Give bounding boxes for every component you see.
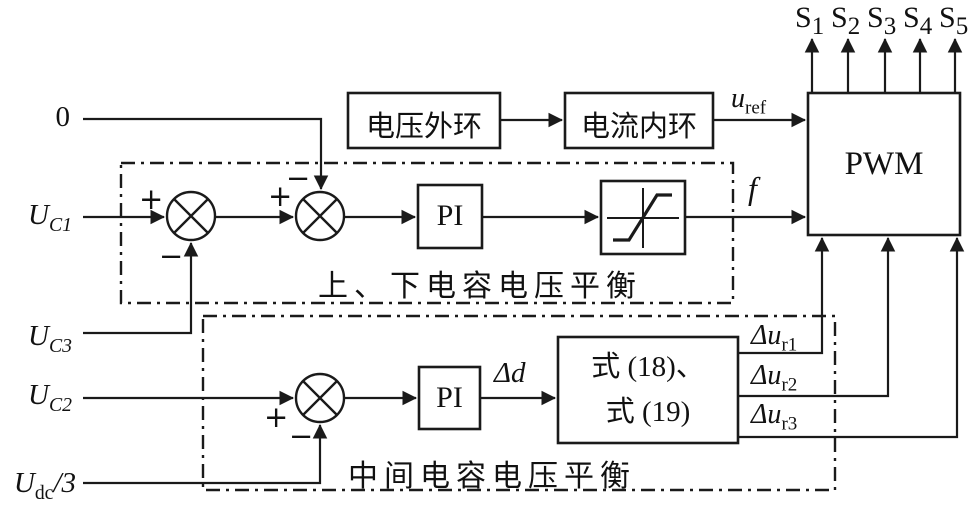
- pi-upper-label: PI: [436, 199, 464, 232]
- signal-label-f: f: [748, 170, 757, 206]
- plus-sign-junction1: +: [139, 182, 164, 216]
- output-label-s5: S5: [939, 1, 969, 40]
- wire-delta-ur1-to-pwm: [738, 236, 830, 355]
- signal-label-delta-ur3: Δur3: [751, 399, 798, 435]
- pwm-label: PWM: [844, 146, 924, 182]
- pi-middle-label: PI: [436, 381, 463, 414]
- minus-sign-junction2: −: [286, 161, 311, 195]
- voltage-outer-loop-block: [346, 91, 502, 150]
- signal-label-delta-ur1: Δur1: [751, 320, 798, 356]
- wire-delta-ur3-to-pwm: [738, 236, 965, 439]
- formula-block: [556, 335, 740, 445]
- formula-block-label: 式 (18)、 式 (19): [591, 351, 705, 428]
- input-label-zero: 0: [55, 101, 71, 133]
- signal-label-delta-ur2: Δur2: [751, 360, 798, 396]
- input-label-uc2: UC2: [28, 379, 72, 416]
- upper-balance-region-box: [119, 161, 735, 305]
- plus-sign-junction2: +: [268, 179, 293, 213]
- current-inner-loop-label: 电流内环: [580, 111, 697, 143]
- region-label-upper-balance: 上、下电容电压平衡: [318, 270, 642, 303]
- pi-middle-block: [417, 365, 482, 431]
- pwm-block: [806, 91, 962, 237]
- region-label-middle-balance: 中间电容电压平衡: [348, 460, 636, 493]
- input-label-uc1: UC1: [28, 199, 72, 236]
- input-label-udc3: Udc/3: [13, 467, 76, 504]
- plus-sign-junction3: +: [264, 400, 289, 434]
- output-label-s3: S3: [867, 1, 897, 40]
- middle-balance-region-box: [201, 314, 837, 492]
- voltage-outer-loop-label: 电压外环: [365, 111, 482, 143]
- signal-label-uref: uref: [731, 83, 767, 119]
- summing-junction-upper-2: [294, 190, 346, 242]
- wire-udc-to-junction3: [83, 423, 328, 485]
- pi-upper-block: [416, 183, 484, 250]
- minus-sign-junction3: −: [289, 419, 314, 453]
- summing-junction-middle: [294, 372, 346, 424]
- wire-delta-ur2-to-pwm: [738, 236, 896, 398]
- signal-label-delta-d: Δd: [494, 357, 526, 389]
- output-label-s4: S4: [903, 1, 933, 40]
- wire-uc3-to-junction1: [83, 241, 199, 335]
- minus-sign-junction1: −: [159, 239, 184, 273]
- input-label-uc3: UC3: [28, 320, 72, 357]
- current-inner-loop-block: [563, 91, 715, 150]
- output-label-s2: S2: [831, 1, 861, 40]
- summing-junction-upper-1: [165, 190, 217, 242]
- saturation-icon: [607, 188, 679, 248]
- output-label-s1: S1: [795, 1, 825, 40]
- wire-zero-to-junction2: [83, 117, 329, 191]
